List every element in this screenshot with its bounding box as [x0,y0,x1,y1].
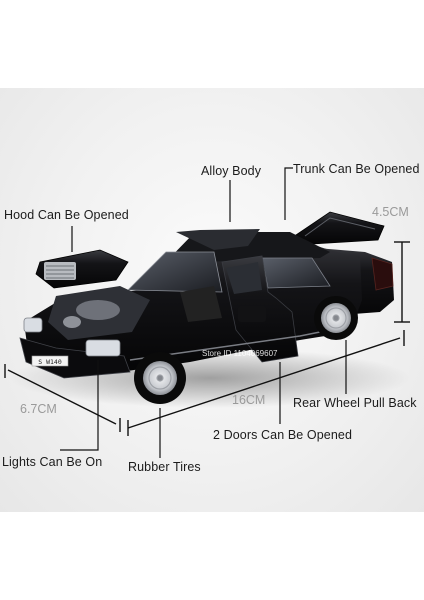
tail-light [371,257,394,291]
label-rear-wheel: Rear Wheel Pull Back [293,396,417,410]
label-alloy-body: Alloy Body [201,164,262,178]
label-tires: Rubber Tires [128,460,201,474]
front-grille [44,262,76,280]
front-bumper [19,337,131,379]
engine-cover [76,300,120,320]
trunk-leader [284,167,293,220]
length-dimension-line [127,337,401,429]
label-hood: Hood Can Be Opened [4,208,129,222]
windshield [127,251,223,293]
dimension-width: 6.7CM [20,402,57,416]
dimension-length: 16CM [232,393,266,407]
sunroof [176,229,260,250]
seat [180,286,222,322]
air-filter [63,316,81,328]
store-watermark: Store ID 1104069607 [202,349,278,358]
rear-rim-spokes [325,307,347,329]
grille-slats [46,265,74,279]
headlight-left [23,317,43,333]
license-plate [31,355,69,367]
rear-seat [238,306,266,322]
door-window-frame [226,262,262,294]
front-rim-spokes [148,366,172,390]
license-plate-text: S W140 [38,358,62,366]
dimension-markers [4,241,410,436]
headlight-right [85,339,121,357]
annotation-leaders [60,167,347,458]
width-dimension-line [7,369,117,425]
trunk-highlight [304,217,376,237]
label-trunk: Trunk Can Be Opened [293,162,420,176]
label-lights: Lights Can Be On [2,455,103,469]
lights-leader [60,360,99,451]
label-doors: 2 Doors Can Be Opened [213,428,352,442]
dimension-height: 4.5CM [372,205,409,219]
